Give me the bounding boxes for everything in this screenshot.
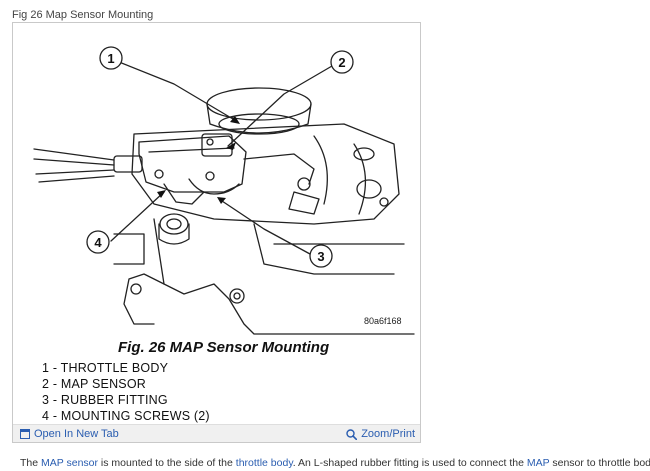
legend-item: 1 - THROTTLE BODY	[42, 361, 169, 375]
callout-4: 4	[94, 235, 102, 250]
figure-title: Fig. 26 MAP Sensor Mounting	[118, 339, 330, 356]
figure-toolbar: Open In New Tab Zoom/Print	[13, 424, 420, 442]
throttle-body-link[interactable]: throttle body	[235, 457, 293, 469]
zoom-print-label: Zoom/Print	[361, 428, 415, 440]
open-new-tab-icon	[20, 429, 30, 439]
map-sensor-diagram[interactable]: 1 2 4 3 80a6f168 Fig. 26 MAP Sensor Moun…	[14, 24, 419, 426]
figure-image-id: 80a6f168	[364, 316, 402, 326]
open-new-tab-link[interactable]: Open In New Tab	[20, 428, 119, 440]
legend-item: 3 - RUBBER FITTING	[42, 393, 168, 407]
open-new-tab-label: Open In New Tab	[34, 428, 119, 440]
map-link[interactable]: MAP	[526, 457, 550, 469]
callout-3: 3	[317, 249, 324, 264]
text: sensor to throttle body.	[549, 457, 650, 469]
callout-1: 1	[107, 51, 114, 66]
text: . An L-shaped rubber fitting is used to …	[292, 457, 527, 469]
legend-item: 2 - MAP SENSOR	[42, 377, 146, 391]
map-sensor-link[interactable]: MAP sensor	[41, 457, 99, 469]
diagram-drawing: 1 2 4 3	[33, 46, 415, 335]
description-paragraph: The MAP sensor is mounted to the side of…	[20, 457, 650, 469]
figure-legend: 1 - THROTTLE BODY 2 - MAP SENSOR 3 - RUB…	[42, 360, 210, 424]
legend-item: 4 - MOUNTING SCREWS (2)	[42, 409, 210, 423]
figure-caption: Fig 26 Map Sensor Mounting	[12, 9, 154, 21]
callout-2: 2	[338, 55, 345, 70]
magnifier-icon	[346, 428, 358, 440]
figure-panel: 1 2 4 3 80a6f168 Fig. 26 MAP Sensor Moun…	[12, 22, 421, 443]
text: The	[20, 457, 42, 469]
zoom-print-link[interactable]: Zoom/Print	[346, 428, 415, 440]
text: is mounted to the side of the	[98, 457, 236, 469]
